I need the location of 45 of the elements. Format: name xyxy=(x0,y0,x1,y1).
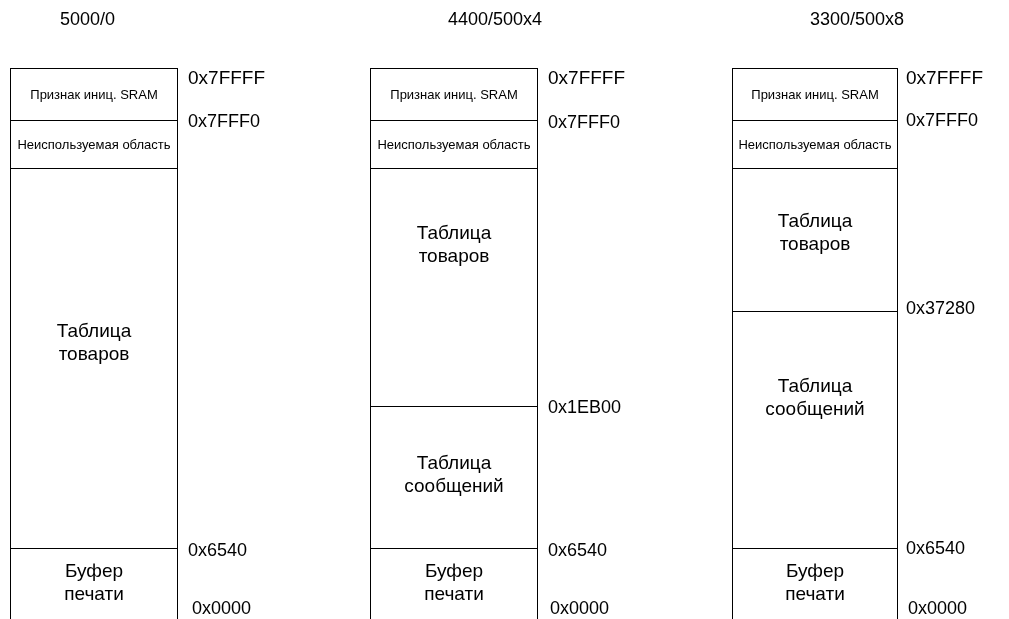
memory-segment xyxy=(732,120,898,169)
segment-label: Буфер печати xyxy=(423,559,485,605)
memory-segment xyxy=(370,168,538,407)
segment-label: Признак иниц. SRAM xyxy=(29,87,159,102)
segment-label: Неиспользуемая область xyxy=(737,137,893,152)
address-label: 0x0000 xyxy=(908,597,968,619)
memory-segment xyxy=(370,68,538,121)
address-label: 0x7FFFF xyxy=(906,67,984,89)
address-label: 0x7FFFF xyxy=(188,67,266,89)
memory-segment xyxy=(10,68,178,121)
segment-label: Буфер печати xyxy=(784,559,846,605)
address-label: 0x7FFF0 xyxy=(906,109,979,131)
segment-label: Таблица сообщений xyxy=(403,451,505,497)
segment-label: Признак иниц. SRAM xyxy=(750,87,880,102)
segment-label: Таблица сообщений xyxy=(764,374,866,420)
segment-label: Таблица товаров xyxy=(415,221,493,267)
column-title: 5000/0 xyxy=(60,8,116,30)
segment-label: Признак иниц. SRAM xyxy=(389,87,519,102)
address-label: 0x37280 xyxy=(906,297,976,319)
address-label: 0x6540 xyxy=(548,539,608,561)
address-label: 0x0000 xyxy=(192,597,252,619)
address-label: 0x1EB00 xyxy=(548,396,622,418)
memory-segment xyxy=(370,120,538,169)
segment-label: Буфер печати xyxy=(63,559,125,605)
address-label: 0x7FFF0 xyxy=(188,110,261,132)
memory-segment xyxy=(10,168,178,549)
address-label: 0x7FFFF xyxy=(548,67,626,89)
memory-segment xyxy=(732,68,898,121)
segment-label: Таблица товаров xyxy=(776,209,854,255)
memory-segment xyxy=(370,548,538,619)
memory-segment xyxy=(732,168,898,312)
address-label: 0x6540 xyxy=(906,537,966,559)
address-label: 0x0000 xyxy=(550,597,610,619)
address-label: 0x6540 xyxy=(188,539,248,561)
memory-segment xyxy=(10,120,178,169)
memory-segment xyxy=(732,311,898,549)
segment-label: Неиспользуемая область xyxy=(376,137,532,152)
memory-segment xyxy=(370,406,538,549)
segment-label: Таблица товаров xyxy=(55,319,133,365)
memory-segment xyxy=(732,548,898,619)
column-title: 4400/500x4 xyxy=(448,8,543,30)
segment-label: Неиспользуемая область xyxy=(16,137,172,152)
address-label: 0x7FFF0 xyxy=(548,111,621,133)
column-title: 3300/500x8 xyxy=(810,8,905,30)
memory-segment xyxy=(10,548,178,619)
